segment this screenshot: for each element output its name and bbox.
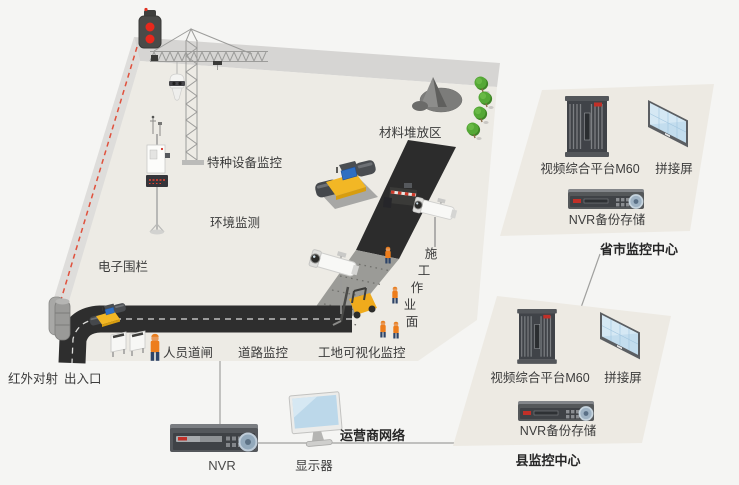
label-county-title: 县监控中心 — [515, 453, 580, 468]
construction-site-ground — [50, 37, 500, 361]
label-work-face-vertical: 施 工 作 业 面 — [404, 247, 438, 329]
monitor-icon — [288, 391, 343, 447]
label-provincial-video-wall: 拼接屏 — [655, 161, 693, 176]
infrared-sensor-icon — [48, 296, 71, 341]
svg-text:业: 业 — [404, 298, 417, 312]
label-nvr: NVR — [208, 458, 235, 473]
label-provincial-title: 省市监控中心 — [599, 242, 678, 257]
label-infrared: 红外对射 — [8, 371, 58, 386]
traffic-light-icon — [138, 7, 162, 49]
label-provincial-nvr-backup: NVR备份存储 — [569, 212, 645, 227]
svg-text:面: 面 — [406, 315, 419, 329]
label-county-video-wall: 拼接屏 — [604, 370, 642, 385]
label-site-visual-monitoring: 工地可视化监控 — [318, 345, 406, 360]
label-operator-network: 运营商网络 — [340, 428, 405, 443]
label-entrance: 出入口 — [64, 372, 102, 386]
label-material-area: 材料堆放区 — [379, 125, 442, 140]
county-rack-icon — [516, 308, 558, 365]
label-electronic-fence: 电子围栏 — [98, 259, 148, 274]
connection-lines — [219, 253, 601, 444]
nvr-device-icon — [170, 424, 258, 452]
label-environment: 环境监测 — [210, 215, 260, 230]
label-special-equipment: 特种设备监控 — [207, 155, 283, 170]
tower-crane-icon — [149, 27, 268, 165]
provincial-rack-icon — [564, 95, 610, 158]
label-county-platform: 视频综合平台M60 — [490, 370, 589, 385]
environment-station-icon — [146, 115, 170, 235]
label-monitor: 显示器 — [295, 459, 333, 473]
label-road-monitoring: 道路监控 — [238, 345, 289, 360]
electronic-fence-line — [56, 46, 138, 314]
paved-strip — [356, 140, 456, 259]
county-nvr-backup-icon — [517, 400, 595, 422]
county-center-panel — [453, 296, 671, 446]
svg-text:作: 作 — [411, 281, 424, 295]
material-pile-icon — [412, 77, 463, 113]
label-county-nvr-backup: NVR备份存储 — [520, 423, 596, 438]
dome-camera-icon — [169, 62, 185, 101]
provincial-center-panel — [500, 84, 714, 236]
workface-camera-icon — [411, 191, 460, 247]
svg-text:施: 施 — [425, 247, 438, 261]
label-personnel-gate: 人员道闸 — [163, 346, 213, 360]
svg-text:工: 工 — [418, 264, 431, 278]
road-camera-icon — [307, 243, 363, 314]
road-roller-icon — [313, 158, 378, 209]
forklift-icon — [332, 286, 377, 326]
provincial-nvr-backup-icon — [567, 188, 645, 210]
label-provincial-platform: 视频综合平台M60 — [540, 161, 639, 176]
